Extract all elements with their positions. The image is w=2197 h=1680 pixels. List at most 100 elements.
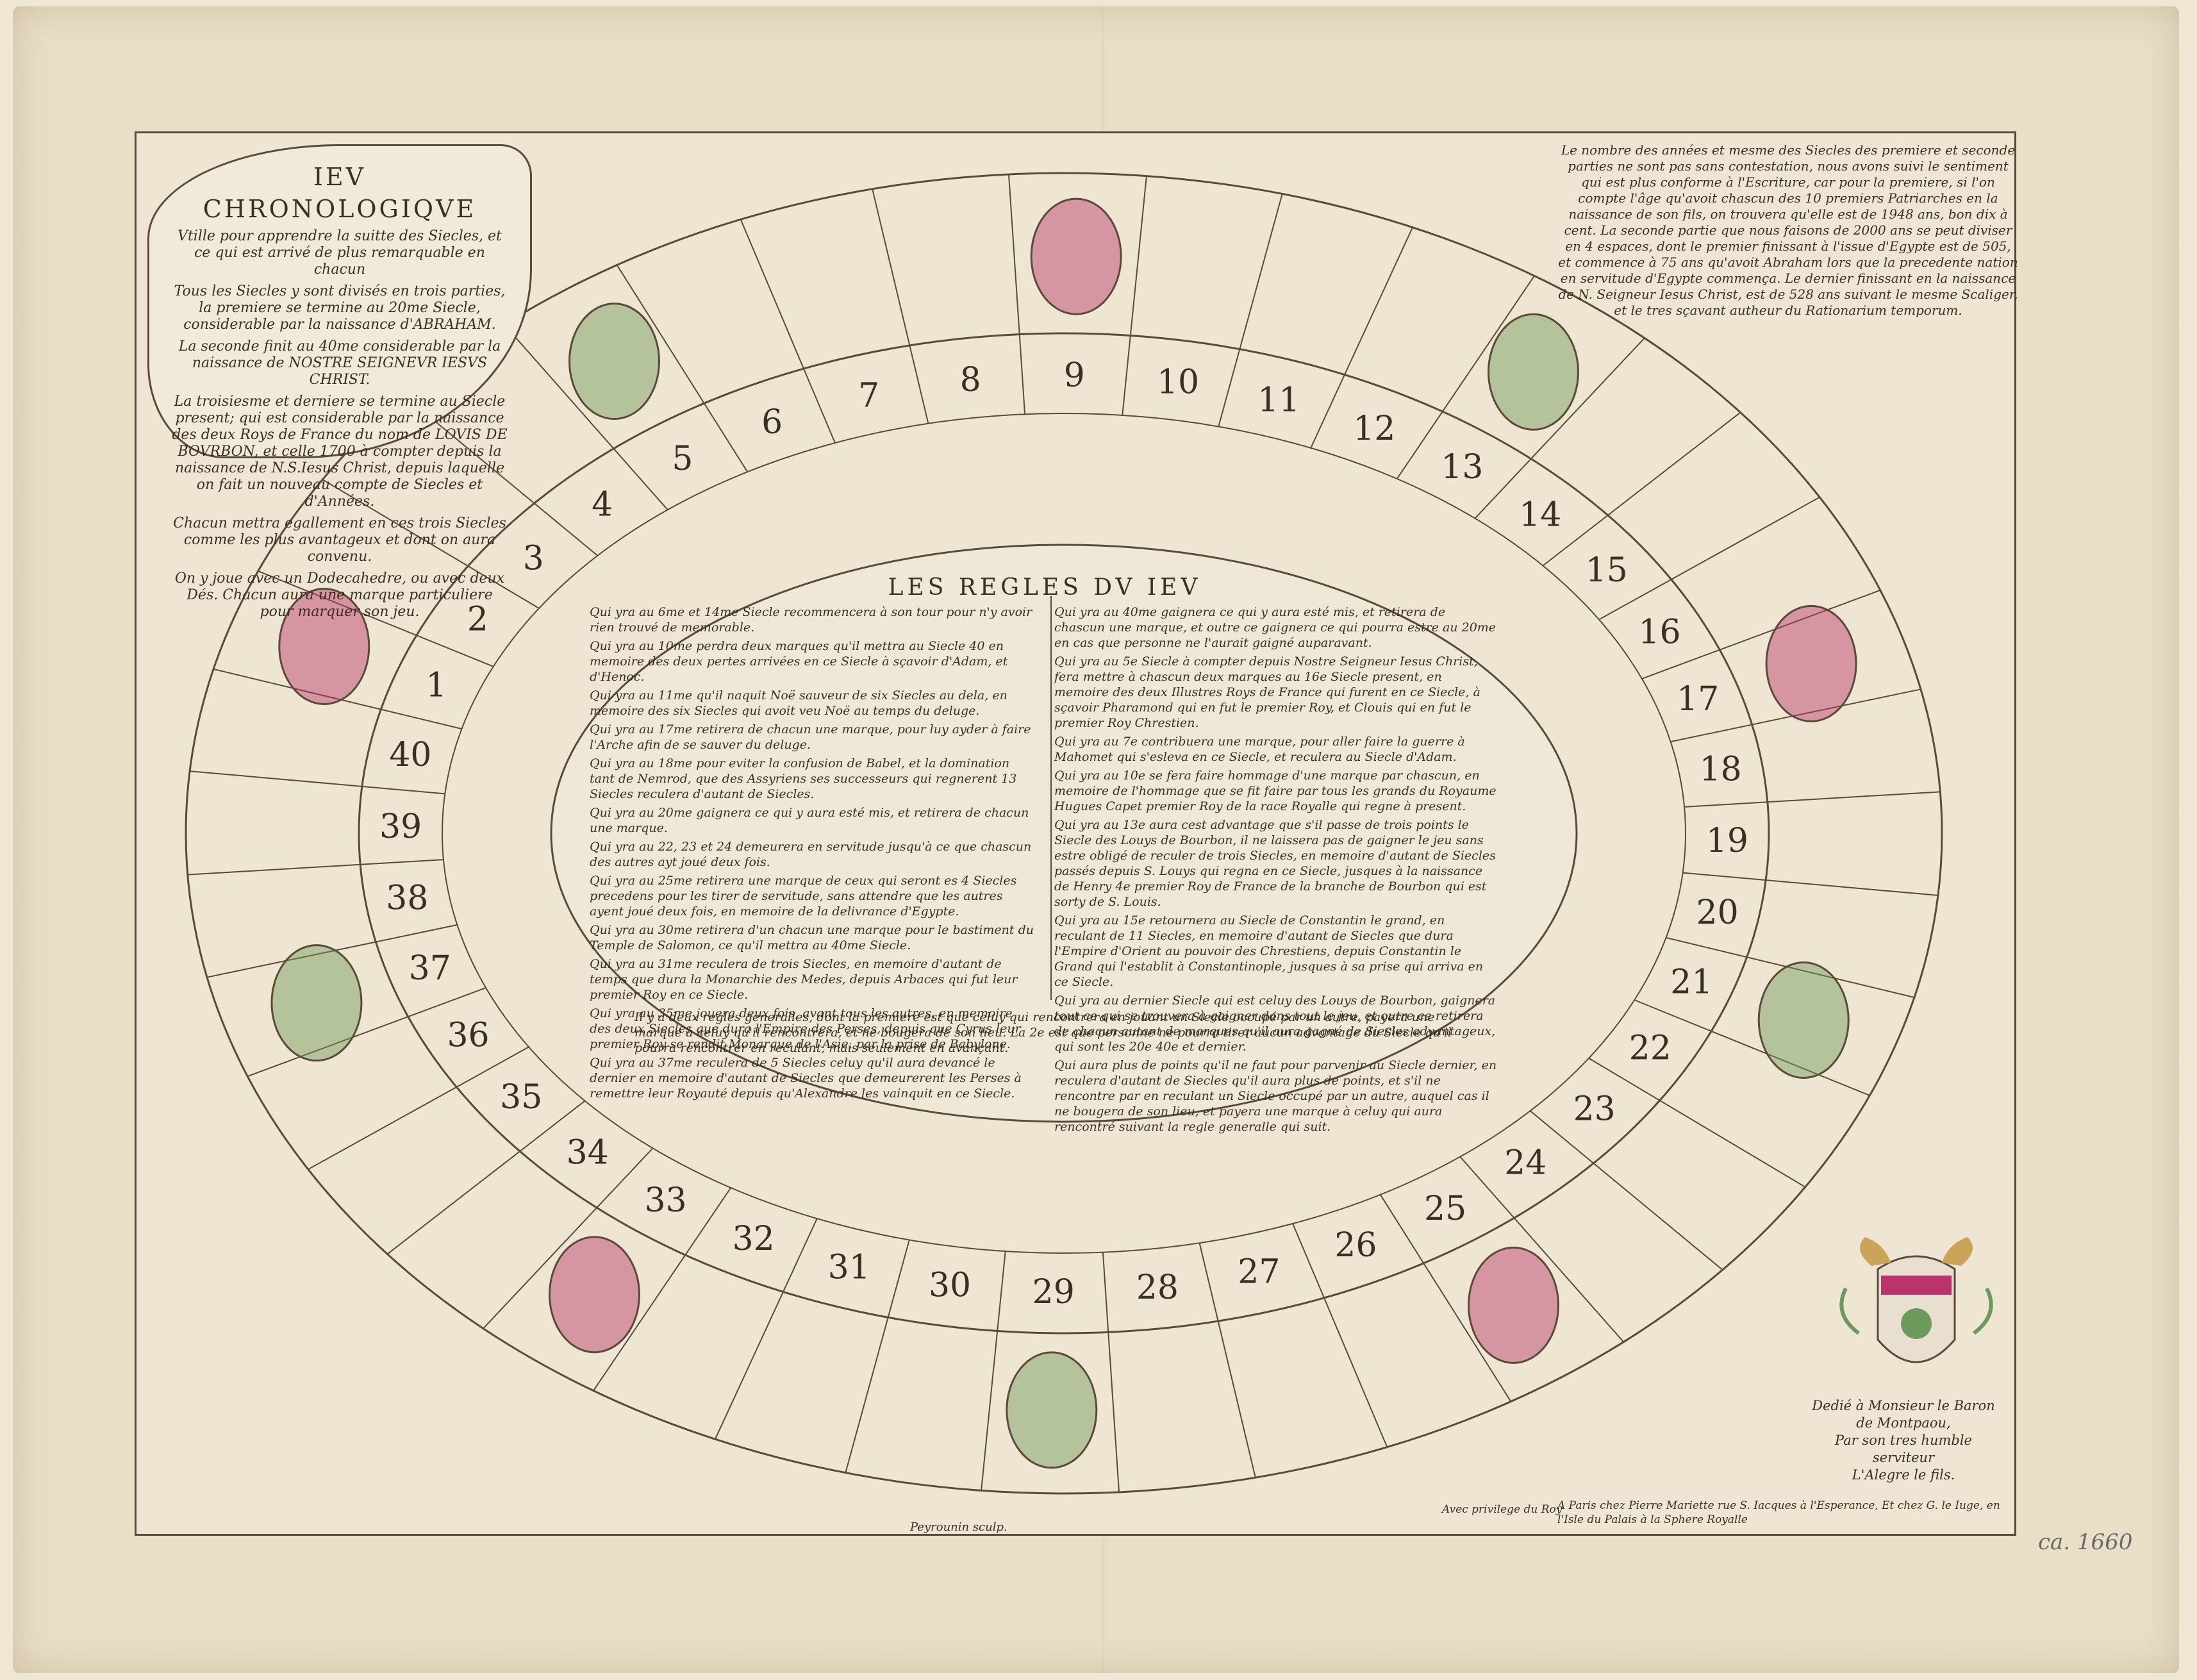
space-number[interactable]: 11 (1257, 381, 1300, 420)
space-number[interactable]: 25 (1424, 1190, 1466, 1228)
track-divider (206, 924, 458, 978)
space-number[interactable]: 8 (960, 361, 981, 399)
space-number[interactable]: 15 (1586, 551, 1628, 590)
dedication-line-2: Par son tres humble serviteur (1835, 1433, 1972, 1465)
rule-right-4: Qui yra au 10e se fera faire hommage d'u… (1054, 769, 1496, 813)
rule-right-3: Qui yra au 7e contribuera une marque, po… (1054, 735, 1465, 764)
track-divider (714, 1218, 818, 1440)
dedication: Dedié à Monsieur le Baron de Montpaou, P… (1807, 1397, 2000, 1484)
space-number[interactable]: 5 (672, 440, 693, 478)
space-number[interactable]: 36 (447, 1017, 489, 1055)
privilege-note: Avec privilege du Roy (1442, 1503, 1563, 1516)
space-number[interactable]: 27 (1238, 1252, 1280, 1291)
track-divider (981, 1251, 1006, 1491)
track-divisions (187, 174, 1941, 1493)
title-intro-2: La seconde finit au 40me considerable pa… (178, 338, 501, 388)
outer-track-edge (185, 172, 1943, 1495)
rule-right-6: Qui yra au 15e retournera au Siecle de C… (1054, 913, 1484, 989)
space-number[interactable]: 28 (1136, 1268, 1179, 1307)
track-divider (872, 188, 929, 424)
space-number[interactable]: 2 (467, 600, 488, 638)
track-divider (1310, 227, 1414, 449)
track-divider (1198, 1242, 1256, 1478)
space-number[interactable]: 37 (409, 949, 451, 988)
publisher-imprint: A Paris chez Pierre Mariette rue S. Iacq… (1557, 1499, 2000, 1526)
space-number[interactable]: 4 (592, 486, 613, 524)
rules-left-column: Qui yra au 6me et 14me Siecle recommence… (590, 604, 1035, 1138)
track-divider (1122, 176, 1147, 416)
track-divider (1666, 936, 1915, 999)
space-number[interactable]: 39 (379, 808, 422, 846)
title-subtitle: Vtille pour apprendre la suitte des Siec… (178, 228, 502, 278)
space-number[interactable]: 18 (1700, 750, 1742, 788)
space-number[interactable]: 33 (644, 1181, 686, 1220)
track-divider (1598, 496, 1820, 620)
rule-left-1: Qui yra au 6me et 14me Siecle recommence… (590, 605, 1032, 635)
title-intro-5: On y joue avec un Dodecahedre, ou avec d… (174, 570, 505, 620)
track-divider (258, 570, 494, 667)
track-divider (1684, 791, 1941, 808)
space-number[interactable]: 1 (426, 666, 447, 704)
space-number[interactable]: 6 (761, 403, 783, 442)
space-number[interactable]: 12 (1353, 410, 1395, 448)
track-divider (1529, 1110, 1723, 1270)
medallion-illustration (270, 944, 363, 1062)
medallion-illustration (548, 1236, 640, 1354)
space-number[interactable]: 22 (1629, 1029, 1671, 1068)
space-number[interactable]: 38 (386, 879, 428, 918)
space-number[interactable]: 14 (1519, 495, 1561, 534)
track-divider (1102, 1252, 1120, 1493)
rule-right-1: Qui yra au 40me gaignera ce qui y aura e… (1054, 605, 1496, 650)
space-number[interactable]: 21 (1670, 963, 1712, 1002)
track-divider (1379, 1194, 1512, 1402)
space-number[interactable]: 16 (1638, 613, 1680, 651)
rule-right-8: Qui aura plus de points qu'il ne faut po… (1054, 1058, 1497, 1134)
medallion-illustration (278, 587, 370, 705)
track-divider (247, 987, 486, 1077)
rule-left-4: Qui yra au 17me retirera de chacun une m… (590, 722, 1031, 752)
rule-left-5: Qui yra au 18me pour eviter la confusion… (590, 756, 1017, 801)
medallion-illustration (1488, 313, 1580, 431)
space-number[interactable]: 20 (1696, 894, 1739, 932)
track-divider (308, 1046, 529, 1170)
rule-right-7: Qui yra au dernier Siecle qui est celuy … (1054, 994, 1496, 1054)
rule-left-7: Qui yra au 22, 23 et 24 demeurera en ser… (590, 840, 1032, 869)
space-number[interactable]: 19 (1706, 822, 1748, 860)
track-divider (187, 859, 444, 876)
space-number[interactable]: 13 (1441, 448, 1483, 487)
space-number[interactable]: 30 (929, 1266, 971, 1304)
track-divider (404, 396, 599, 556)
rule-right-2: Qui yra au 5e Siecle à compter depuis No… (1054, 654, 1480, 730)
medallion-illustration (1757, 961, 1850, 1079)
space-number[interactable]: 31 (828, 1248, 870, 1286)
space-number[interactable]: 7 (858, 377, 879, 415)
track-divider (740, 219, 836, 444)
space-number[interactable]: 3 (523, 540, 544, 578)
rules-panel: LES REGLES DV IEV Qui yra au 6me et 14me… (590, 574, 1500, 1135)
number-ring-edge (442, 413, 1686, 1254)
space-number[interactable]: 23 (1573, 1090, 1616, 1128)
title-intro-4: Chacun mettra egallement en ces trois Si… (173, 515, 506, 565)
medallion-illustration (1006, 1351, 1098, 1469)
space-number[interactable]: 35 (500, 1078, 542, 1117)
track-divider (593, 1187, 732, 1392)
rules-heading: LES REGLES DV IEV (888, 574, 1202, 601)
inner-rules-field (550, 544, 1578, 1123)
space-number[interactable]: 26 (1334, 1226, 1377, 1265)
title-cartouche: IEV CHRONOLOGIQVE Vtille pour apprendre … (147, 144, 532, 620)
engraver-signature: Peyrounin sculp. (910, 1520, 1007, 1534)
space-number[interactable]: 24 (1504, 1144, 1546, 1182)
space-number[interactable]: 17 (1677, 680, 1719, 719)
space-number[interactable]: 40 (389, 736, 431, 774)
rule-left-2: Qui yra au 10me perdra deux marques qu'i… (590, 639, 1008, 684)
track-divider (1542, 412, 1741, 567)
track-divider (503, 324, 668, 510)
track-divider (189, 770, 445, 795)
space-number[interactable]: 32 (733, 1220, 775, 1258)
rules-right-column: Qui yra au 40me gaignera ce qui y aura e… (1054, 604, 1500, 1138)
space-number[interactable]: 9 (1064, 356, 1085, 395)
space-number[interactable]: 34 (567, 1134, 609, 1172)
space-number[interactable]: 10 (1157, 363, 1199, 402)
space-number[interactable]: 29 (1032, 1273, 1075, 1311)
